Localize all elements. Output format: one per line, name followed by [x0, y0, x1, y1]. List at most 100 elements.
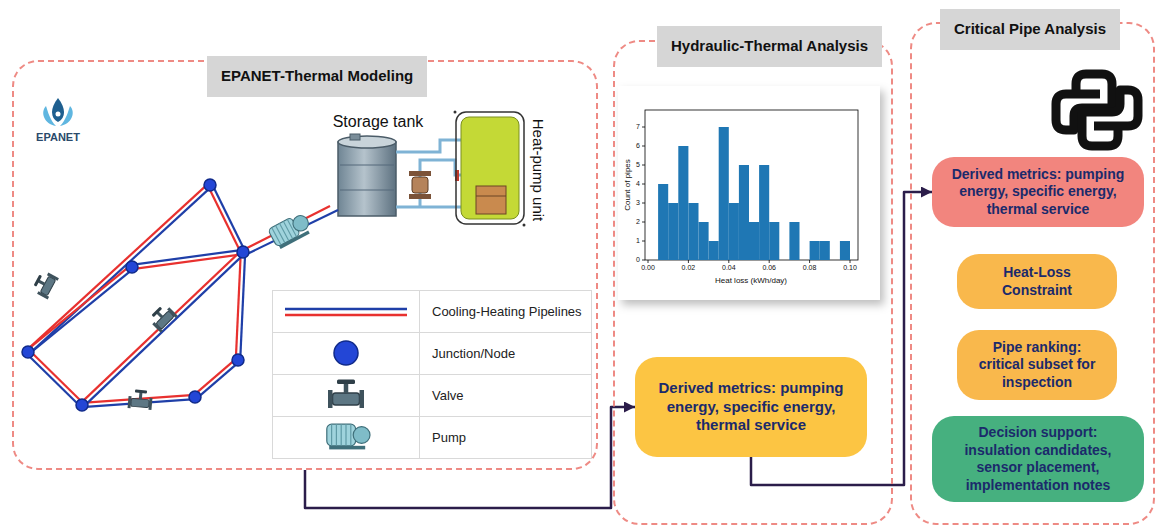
cooling-pipe	[84, 254, 245, 407]
heating-pipe	[208, 186, 241, 253]
histogram-bar	[699, 222, 709, 260]
pump-flange	[409, 171, 431, 176]
pump-motor	[327, 424, 356, 446]
y-tick	[642, 203, 645, 204]
legend-text: Pump	[420, 430, 466, 445]
illustration-label: Heat-pump unit	[530, 119, 547, 222]
legend-box: Cooling-Heating PipelinesJunction/NodeVa…	[272, 290, 592, 459]
tick-label: 0.06	[762, 264, 776, 272]
unit-casing	[461, 117, 519, 219]
tick-label: 0.02	[682, 264, 696, 272]
heating-pipe	[285, 314, 407, 317]
decision-box: Decision support: insulation candidates,…	[932, 416, 1144, 502]
cooling-pipe	[29, 269, 133, 354]
logo-leaf	[60, 106, 73, 126]
chart-card	[618, 86, 880, 300]
legend-text: Valve	[420, 388, 464, 403]
cooling-pipe	[285, 308, 407, 311]
histogram-bar	[688, 203, 698, 260]
illustration-label: EPANET	[36, 131, 80, 143]
bar-group	[658, 127, 850, 260]
pump-flange	[409, 194, 431, 199]
junction-node	[237, 246, 249, 258]
tank-seam	[340, 165, 394, 166]
histogram-bar	[840, 241, 850, 260]
tank-body	[338, 142, 396, 216]
box-text: Pipe ranking: critical subset for inspec…	[969, 339, 1105, 392]
heat-pump-unit	[454, 111, 526, 227]
valve-body	[131, 398, 150, 408]
valve-symbol	[128, 389, 154, 410]
tick-label: 4	[636, 180, 640, 188]
histogram-bar	[719, 127, 729, 260]
tank-cap	[350, 134, 360, 140]
pump-fin	[279, 223, 288, 240]
pump-head	[290, 213, 311, 234]
valve-stem	[344, 383, 349, 394]
corner-dot	[523, 224, 526, 227]
unit-outline	[456, 112, 524, 224]
logo-eye	[1104, 135, 1108, 139]
histogram-bar	[739, 165, 749, 260]
constraint-box: Heat-Loss Constraint	[957, 254, 1117, 309]
logo-snake	[1082, 90, 1138, 146]
logo-leaf	[43, 106, 56, 126]
valve-body	[40, 276, 56, 296]
panel-title: Hydraulic-Thermal Analysis	[657, 26, 882, 67]
histogram-bar	[810, 241, 820, 260]
heating-pipe	[80, 250, 241, 403]
pump-fin	[345, 424, 346, 446]
junction-node	[334, 341, 358, 365]
junction-node	[126, 261, 138, 273]
pump-fin	[283, 221, 292, 238]
cooling-pipe	[196, 362, 239, 399]
valve-flange	[47, 273, 59, 281]
pump-fin	[331, 424, 332, 446]
python-logo	[1056, 74, 1138, 146]
histogram-bar	[709, 241, 719, 260]
valve-wheel	[337, 380, 355, 385]
stage-panel: Critical Pipe AnalysisDerived metrics: p…	[910, 22, 1155, 525]
cooling-pipe	[29, 187, 211, 354]
pump-symbol	[268, 211, 314, 250]
legend-sample	[273, 417, 420, 458]
cooling-pipe	[245, 210, 338, 255]
legend-row: Pump	[273, 417, 591, 458]
box-text: Derived metrics: pumping energy, specifi…	[647, 379, 855, 435]
x-tick	[809, 260, 810, 263]
logo-drop	[52, 98, 64, 122]
legend-sample	[273, 333, 420, 374]
valve-symbol	[147, 302, 177, 332]
valve-flange	[152, 322, 163, 333]
valve-symbol	[31, 269, 59, 299]
tick-label: 5	[636, 161, 640, 169]
pump-body	[412, 177, 428, 193]
heating-pipe	[27, 183, 209, 350]
tick-label: 0.00	[641, 264, 655, 272]
tick-label: 2	[636, 218, 640, 226]
pump-fin	[276, 225, 285, 242]
pump-fin	[336, 424, 337, 446]
metrics-box: Derived metrics: pumping energy, specifi…	[635, 357, 867, 457]
x-tick	[850, 260, 851, 263]
logo-eye	[1086, 81, 1090, 85]
valve-body	[333, 393, 360, 405]
heating-pipe	[27, 265, 131, 350]
histogram-bar	[678, 146, 688, 260]
valve-flange	[37, 291, 49, 299]
valve-wheel	[152, 307, 163, 318]
histogram-bar	[820, 241, 830, 260]
cooling-pipe	[212, 184, 245, 251]
tick-label: 7	[636, 123, 640, 131]
pump-fin	[350, 424, 351, 446]
cooling-pipe	[26, 354, 80, 407]
pump-head	[353, 427, 370, 444]
histogram-bar	[668, 203, 678, 260]
legend-row: Valve	[273, 375, 591, 417]
compressor	[476, 186, 506, 214]
valve-flange	[128, 396, 132, 408]
valve-flange	[167, 307, 178, 318]
pump-base	[279, 230, 310, 248]
y-tick	[642, 127, 645, 128]
x-tick	[728, 260, 729, 263]
